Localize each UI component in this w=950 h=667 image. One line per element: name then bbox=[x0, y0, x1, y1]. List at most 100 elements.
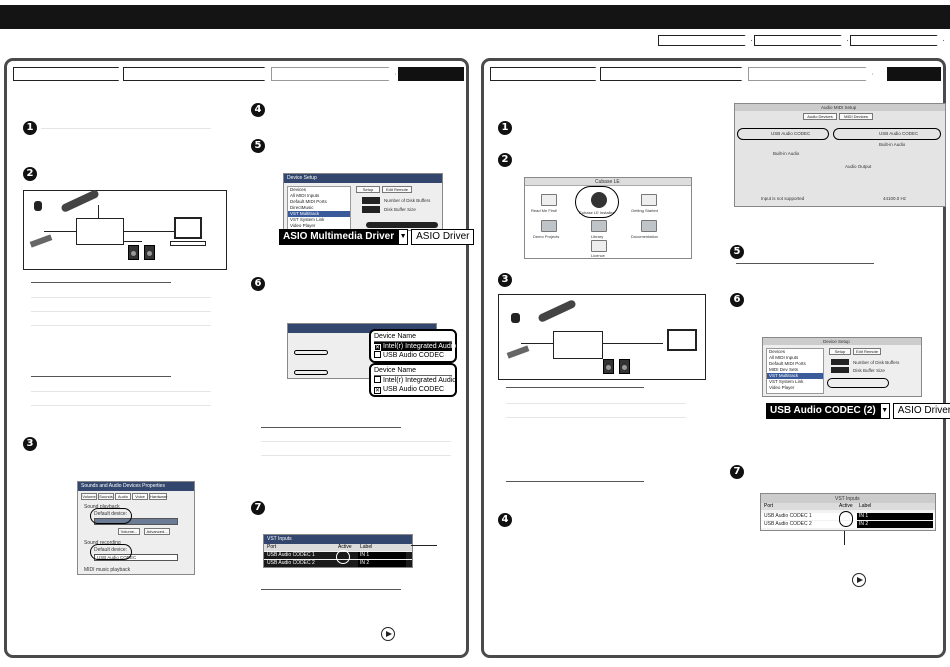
device-list-item-selected[interactable]: VST Multitrack bbox=[767, 373, 823, 379]
buffer-size-input[interactable] bbox=[362, 206, 380, 213]
cable bbox=[44, 231, 76, 232]
audio-output-label: Audio Output bbox=[845, 164, 872, 169]
device-list[interactable]: Devices All MIDI Inputs Default MIDI Por… bbox=[766, 348, 824, 394]
device-list-item[interactable]: DirectMusic bbox=[290, 205, 314, 210]
play-icon[interactable] bbox=[852, 573, 866, 587]
device-list-item[interactable]: Devices bbox=[290, 187, 307, 192]
device-setup-dialog: Device Setup Devices All MIDI Inputs Def… bbox=[283, 173, 443, 231]
finder-window: Cubase LE Read Me First! Cubase LE Insta… bbox=[524, 177, 692, 259]
device-list[interactable]: Devices All MIDI Inputs Default MIDI Por… bbox=[287, 186, 351, 230]
cable bbox=[603, 343, 663, 344]
keyboard-icon bbox=[506, 345, 530, 359]
guitar-icon bbox=[537, 298, 577, 324]
default-input-value[interactable]: USB Audio CODEC bbox=[771, 131, 811, 136]
device-option-intel[interactable]: Intel(r) Integrated Audio bbox=[374, 376, 456, 385]
volume-button[interactable]: Volume... bbox=[118, 528, 140, 535]
progress-step-2 bbox=[123, 67, 273, 81]
document-icon[interactable] bbox=[541, 194, 557, 206]
port-label[interactable]: IN 1 bbox=[857, 513, 933, 520]
tab-audio[interactable]: Audio bbox=[115, 493, 131, 500]
step-number-6: 6 bbox=[730, 293, 744, 307]
window-title: VST Inputs bbox=[835, 496, 860, 502]
document-icon[interactable] bbox=[641, 194, 657, 206]
callout-ring bbox=[90, 544, 132, 560]
asio-driver-mini[interactable] bbox=[366, 222, 438, 228]
device-name-title: Device Name bbox=[374, 332, 452, 342]
device-list-item[interactable]: VST System Link bbox=[769, 379, 804, 384]
tab-setup[interactable]: Setup bbox=[829, 348, 851, 355]
tab-voice[interactable]: Voice bbox=[132, 493, 148, 500]
page-nav-tab-2[interactable] bbox=[754, 35, 848, 46]
callout-ring bbox=[90, 508, 132, 524]
note-divider bbox=[31, 282, 171, 283]
document-icon[interactable] bbox=[591, 240, 607, 252]
device-list-item[interactable]: All MIDI Inputs bbox=[769, 355, 799, 360]
page-nav-tab-3[interactable] bbox=[850, 35, 944, 46]
port-label[interactable]: IN 2 bbox=[857, 521, 933, 528]
system-output-value[interactable]: Built-in Audio bbox=[879, 142, 906, 147]
disk-buffers-input[interactable] bbox=[831, 359, 849, 365]
default-output-value[interactable]: USB Audio CODEC bbox=[879, 131, 919, 136]
chevron-down-icon[interactable]: ▼ bbox=[879, 403, 890, 419]
buffer-size-input[interactable] bbox=[831, 367, 849, 373]
dialog-tabs: Volume Sounds Audio Voice Hardware bbox=[81, 493, 167, 500]
device-option-intel[interactable]: ✕Intel(r) Integrated Audio bbox=[374, 342, 457, 351]
properties-for-value[interactable]: Built-in Audio bbox=[773, 151, 800, 156]
device-list-item-selected[interactable]: VST Multitrack bbox=[288, 211, 350, 217]
port-label[interactable]: IN 1 bbox=[358, 552, 406, 559]
active-toggle-ring[interactable] bbox=[336, 550, 350, 564]
callout-ring bbox=[575, 186, 619, 218]
device-list-item[interactable]: Video Player bbox=[290, 223, 316, 228]
cable bbox=[98, 205, 99, 218]
page-nav-tab-1[interactable] bbox=[658, 35, 752, 46]
tab-setup[interactable]: Setup bbox=[356, 186, 380, 193]
sound-recording-label: Sound recording bbox=[84, 540, 121, 546]
step-number-4: 4 bbox=[498, 513, 512, 527]
step-number-2: 2 bbox=[498, 153, 512, 167]
audio-interface-box bbox=[76, 218, 124, 245]
audio-interface-box bbox=[553, 331, 603, 359]
disk-buffers-input[interactable] bbox=[362, 197, 380, 204]
audio-midi-setup-window: Audio MIDI Setup Audio Devices MIDI Devi… bbox=[734, 103, 946, 207]
device-list-item[interactable]: Video Player bbox=[769, 385, 795, 390]
device-list-item[interactable]: VST System Link bbox=[290, 217, 325, 222]
tab-volume[interactable]: Volume bbox=[81, 493, 97, 500]
mac-panel: 1 2 Cubase LE Read Me First! Cubase LE I… bbox=[481, 58, 950, 658]
port-label[interactable]: IN 2 bbox=[358, 560, 406, 567]
device-list-item[interactable]: Default MIDI Ports bbox=[290, 199, 327, 204]
folder-icon[interactable] bbox=[641, 220, 657, 232]
col-label: Label bbox=[859, 503, 872, 509]
icon-label: Licence bbox=[591, 253, 605, 258]
device-list-item[interactable]: MIDI Dev Sets bbox=[769, 367, 799, 372]
tab-edit-remote[interactable]: Edit Remote bbox=[382, 186, 412, 193]
note-divider bbox=[261, 427, 401, 428]
chevron-down-icon[interactable]: ▼ bbox=[398, 229, 409, 245]
play-icon[interactable] bbox=[381, 627, 395, 641]
window-title: Device Setup bbox=[823, 339, 850, 344]
window-titlebar: Device Setup bbox=[763, 338, 921, 345]
folder-icon[interactable] bbox=[591, 220, 607, 232]
tab-edit-remote[interactable]: Edit Remote bbox=[853, 348, 881, 355]
tab-midi-devices[interactable]: MIDI Devices bbox=[839, 113, 873, 120]
vst-inputs-window: VST Inputs Port Active Label USB Audio C… bbox=[760, 493, 936, 531]
device-list-item[interactable]: All MIDI Inputs bbox=[290, 193, 320, 198]
asio-driver-select[interactable]: USB Audio CODEC (2) bbox=[766, 403, 880, 419]
tab-sounds[interactable]: Sounds bbox=[98, 493, 114, 500]
format-value[interactable]: 44100.0 Hz bbox=[883, 196, 907, 201]
device-option-usb[interactable]: USB Audio CODEC bbox=[374, 351, 452, 360]
tab-hardware[interactable]: Hardware bbox=[149, 493, 168, 500]
vst-input-row[interactable]: USB Audio CODEC 2 IN 2 bbox=[264, 560, 412, 567]
advanced-button[interactable]: Advanced... bbox=[144, 528, 170, 535]
asio-driver-select[interactable]: ASIO Multimedia Driver bbox=[279, 229, 399, 245]
folder-icon[interactable] bbox=[541, 220, 557, 232]
col-port: Port bbox=[267, 544, 277, 550]
device-option-usb[interactable]: ✕USB Audio CODEC bbox=[374, 386, 445, 394]
active-toggle-ring[interactable] bbox=[839, 511, 853, 527]
device-list-item[interactable]: Devices bbox=[769, 349, 786, 354]
device-list-item[interactable]: Default MIDI Ports bbox=[769, 361, 806, 366]
window-title: Cubase LE bbox=[595, 179, 620, 185]
step-number-3: 3 bbox=[498, 273, 512, 287]
asio-driver-callout: USB Audio CODEC (2) ▼ ASIO Driver bbox=[766, 403, 950, 419]
tab-audio-devices[interactable]: Audio Devices bbox=[803, 113, 837, 120]
speaker-icon bbox=[619, 359, 630, 374]
